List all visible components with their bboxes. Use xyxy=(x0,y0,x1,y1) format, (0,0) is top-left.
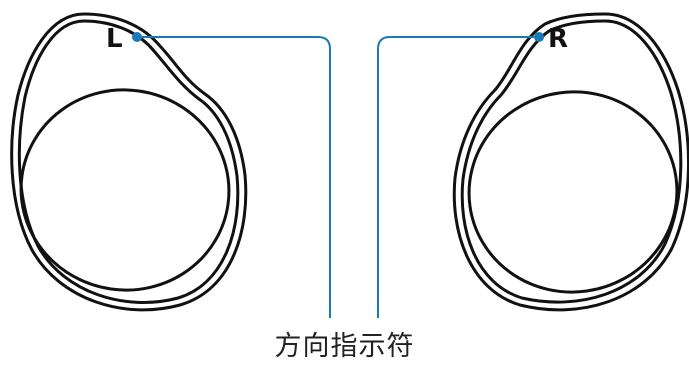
right-leader-line xyxy=(377,36,534,318)
right-earbud: R xyxy=(452,12,689,312)
left-earbud: L xyxy=(10,12,248,312)
direction-indicator-caption: 方向指示符 xyxy=(274,331,415,362)
right-earbud-outer-shell xyxy=(452,12,689,312)
left-marker-letter: L xyxy=(106,24,123,54)
left-earbud-outer-shell xyxy=(10,12,248,312)
left-leader-line xyxy=(142,36,331,318)
left-indicator-dot xyxy=(132,32,142,42)
right-earbud-inner-shell xyxy=(460,19,683,304)
right-indicator-dot xyxy=(534,32,544,42)
right-ear-tip xyxy=(467,90,679,294)
left-earbud-inner-shell xyxy=(17,19,240,305)
left-ear-tip xyxy=(19,88,231,292)
right-marker-letter: R xyxy=(548,24,568,54)
